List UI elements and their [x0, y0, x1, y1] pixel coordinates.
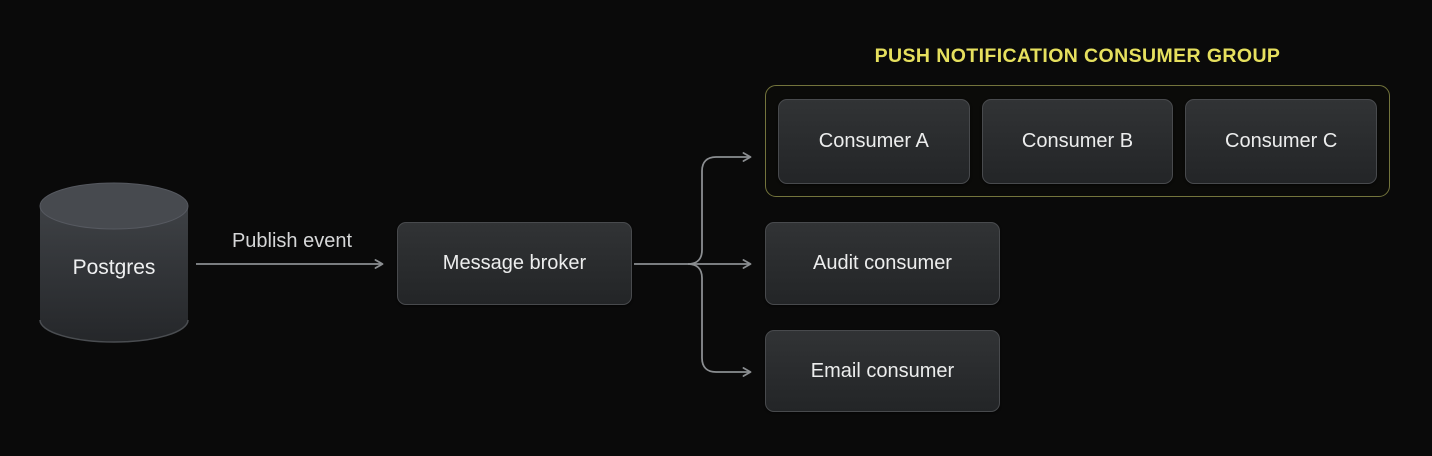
publish-event-label: Publish event [231, 230, 353, 252]
consumer-b-label: Consumer B [1021, 130, 1134, 152]
email-consumer-node: Email consumer [765, 330, 1000, 412]
audit-consumer-label: Audit consumer [813, 252, 952, 274]
consumer-a-node: Consumer A [778, 99, 970, 184]
message-broker-label: Message broker [442, 252, 587, 274]
consumer-a-label: Consumer A [818, 130, 929, 152]
push-notification-consumer-group: Consumer A Consumer B Consumer C [765, 85, 1390, 197]
edge-broker-to-email [687, 263, 752, 377]
consumer-group-title: PUSH NOTIFICATION CONSUMER GROUP [874, 45, 1281, 67]
postgres-node-label: Postgres [72, 256, 156, 279]
consumer-c-label: Consumer C [1225, 130, 1338, 152]
consumer-b-node: Consumer B [981, 99, 1174, 184]
consumer-c-node: Consumer C [1185, 99, 1378, 184]
message-broker-node: Message broker [397, 222, 632, 305]
edge-broker-to-group [687, 152, 752, 265]
audit-consumer-node: Audit consumer [765, 222, 1000, 305]
email-consumer-label: Email consumer [810, 359, 955, 382]
